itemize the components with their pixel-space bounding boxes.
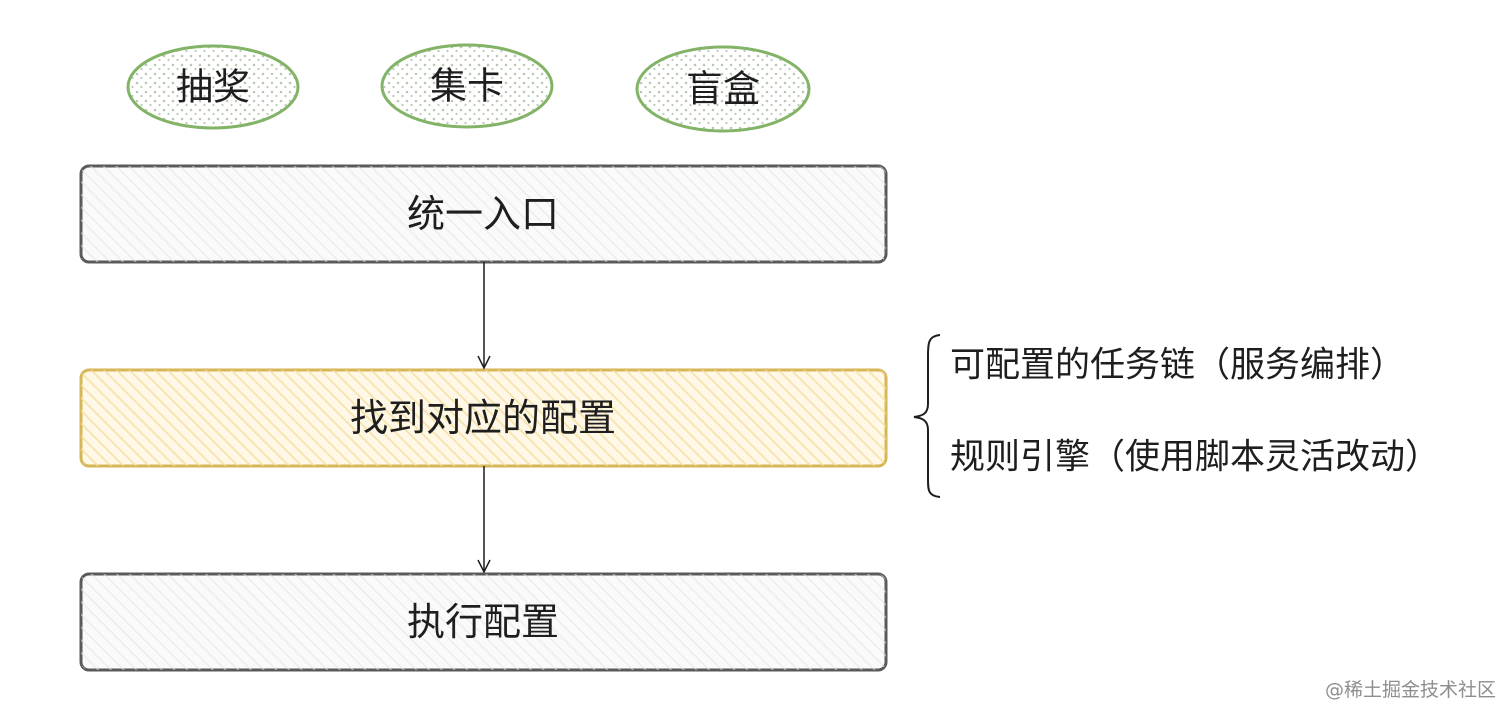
category-label-blind-box: 盲盒 (686, 67, 760, 111)
category-label-lottery: 抽奖 (176, 65, 250, 109)
config-label: 找到对应的配置 (349, 396, 617, 440)
arrow-entry-to-config (477, 262, 491, 370)
execute-label: 执行配置 (406, 600, 560, 644)
entry-label: 统一入口 (406, 192, 560, 236)
watermark: @稀土掘金技术社区 (1324, 679, 1496, 701)
category-pill-card-collect (380, 43, 554, 129)
arrow-config-to-execute (477, 466, 491, 574)
category-pill-blind-box (635, 45, 811, 133)
options-brace (913, 334, 941, 498)
option-task-chain: 可配置的任务链（服务编排） (950, 345, 1406, 386)
category-pill-lottery (126, 44, 300, 130)
category-label-card-collect: 集卡 (430, 64, 504, 108)
option-rule-engine: 规则引擎（使用脚本灵活改动） (950, 437, 1441, 478)
